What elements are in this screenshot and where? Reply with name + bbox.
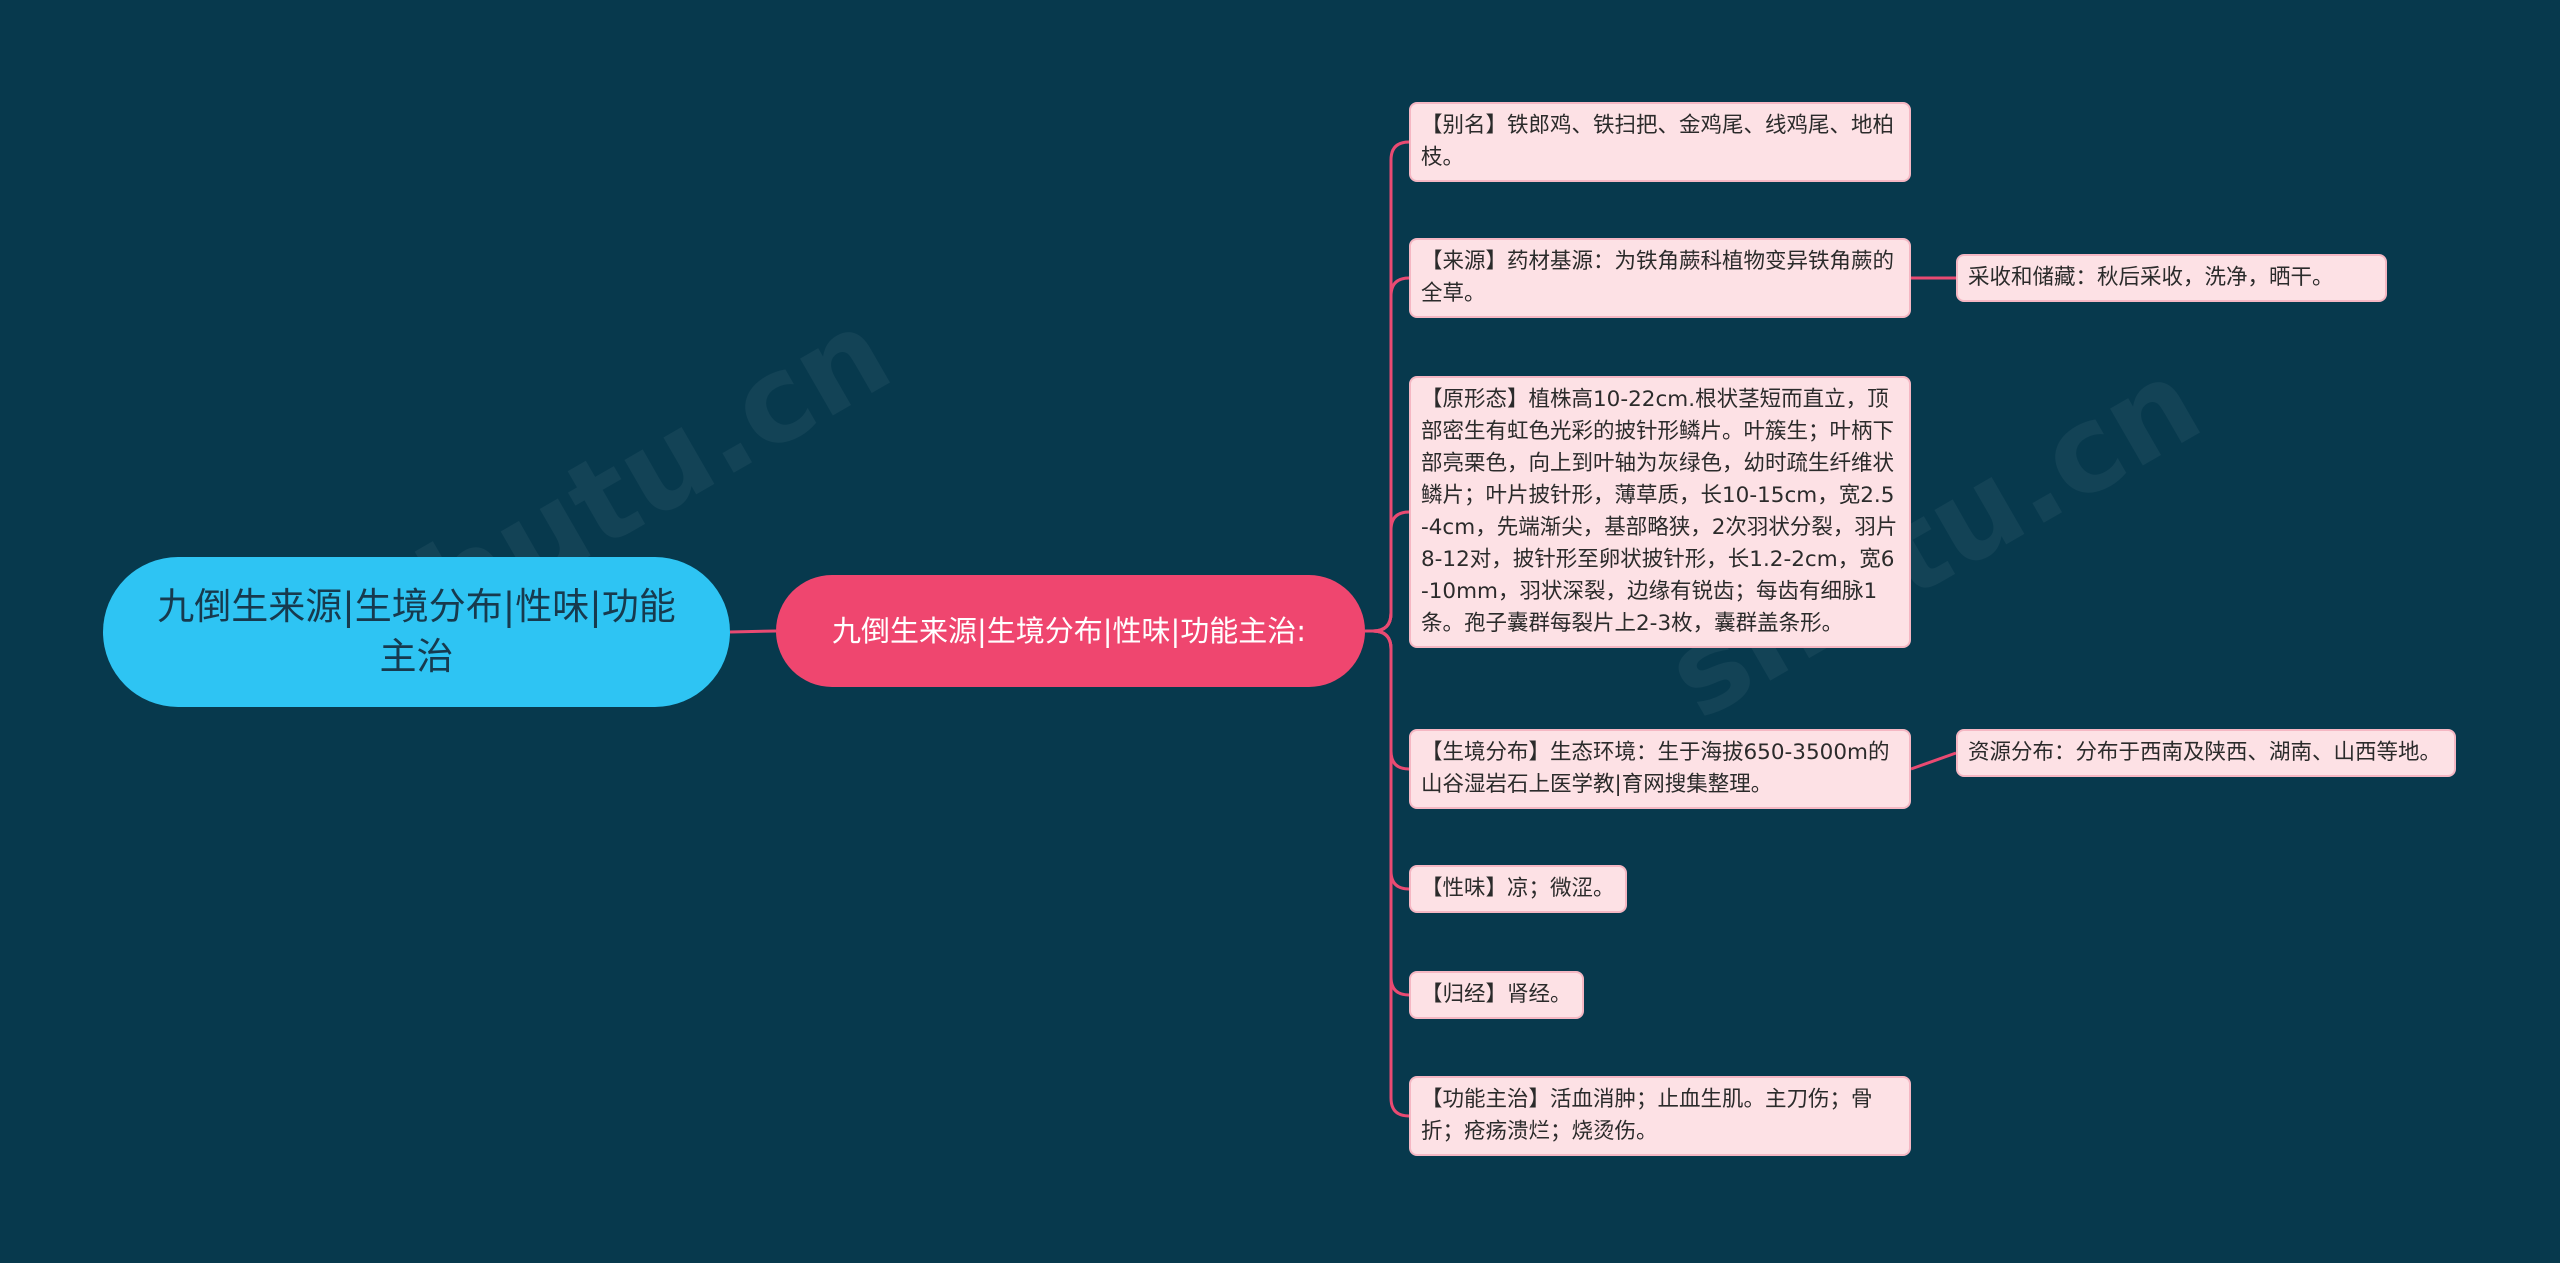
- connector-branch-leaf: [1365, 276, 1410, 633]
- main-branch-topic[interactable]: 九倒生来源|生境分布|性味|功能主治:: [776, 575, 1365, 687]
- leaf-alias[interactable]: 【别名】铁郎鸡、铁扫把、金鸡尾、线鸡尾、地柏枝。: [1409, 102, 1911, 182]
- connector-leaf-child: [1910, 751, 1957, 771]
- leaf-habitat-distribution[interactable]: 资源分布：分布于西南及陕西、湖南、山西等地。: [1956, 729, 2456, 777]
- connector-branch-leaf: [1365, 629, 1410, 771]
- leaf-functions[interactable]: 【功能主治】活血消肿；止血生肌。主刀伤；骨折；疮疡溃烂；烧烫伤。: [1409, 1076, 1911, 1156]
- connector-root-branch: [729, 629, 777, 634]
- connector-branch-leaf: [1365, 140, 1410, 633]
- connector-branch-leaf: [1365, 629, 1410, 997]
- connector-branch-leaf: [1365, 629, 1410, 891]
- leaf-morphology[interactable]: 【原形态】植株高10-22cm.根状茎短而直立，顶部密生有虹色光彩的披针形鳞片。…: [1409, 376, 1911, 648]
- leaf-habitat[interactable]: 【生境分布】生态环境：生于海拔650-3500m的山谷湿岩石上医学教|育网搜集整…: [1409, 729, 1911, 809]
- leaf-source-harvest[interactable]: 采收和储藏：秋后采收，洗净，晒干。: [1956, 254, 2387, 302]
- leaf-meridian[interactable]: 【归经】肾经。: [1409, 971, 1584, 1019]
- leaf-source[interactable]: 【来源】药材基源：为铁角蕨科植物变异铁角蕨的全草。: [1409, 238, 1911, 318]
- root-topic[interactable]: 九倒生来源|生境分布|性味|功能主治: [103, 557, 730, 707]
- leaf-nature-taste[interactable]: 【性味】凉；微涩。: [1409, 865, 1627, 913]
- connector-branch-leaf: [1365, 629, 1410, 1118]
- connector-branch-leaf: [1365, 510, 1410, 633]
